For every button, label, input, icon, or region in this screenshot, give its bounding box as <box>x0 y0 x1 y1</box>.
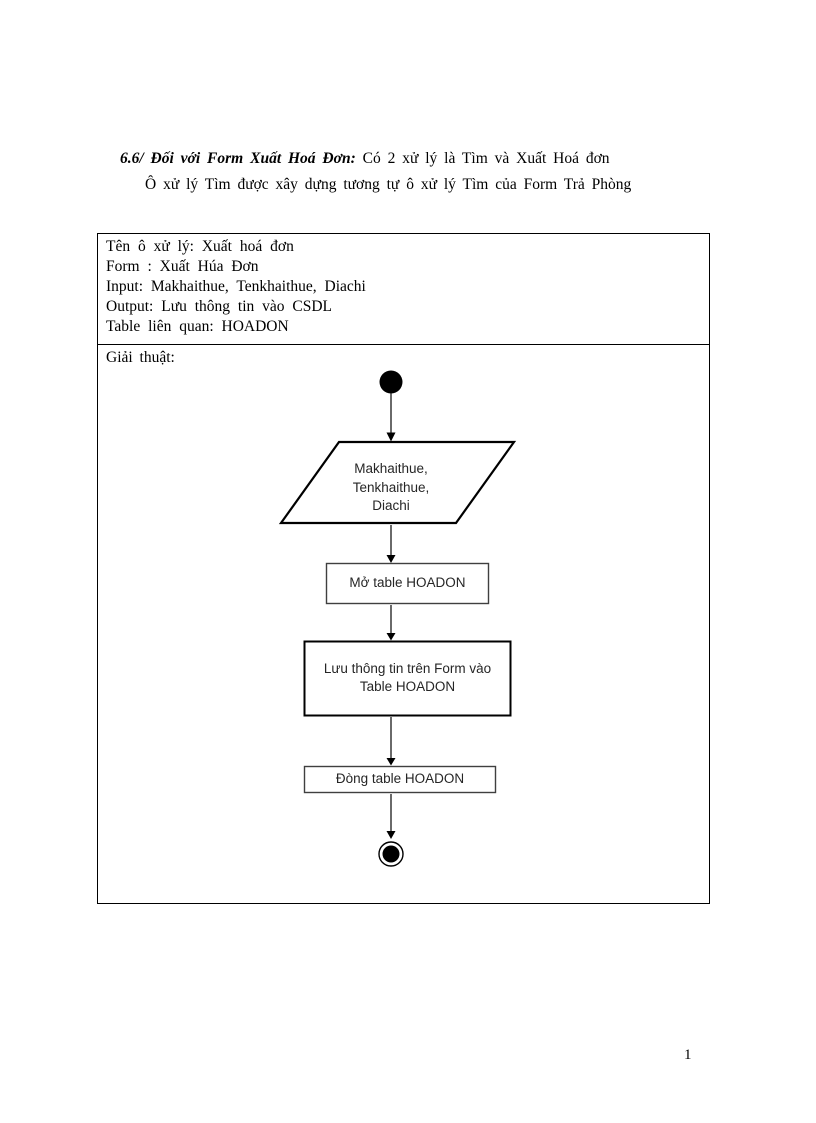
heading-lead: 6.6/ Đối với Form Xuất Hoá Đơn: <box>120 150 356 167</box>
input-parallelogram <box>278 440 517 525</box>
input-line-1: Makhaithue, <box>354 461 428 476</box>
heading-line-2: Ô xử lý Tìm được xây dựng tương tự ô xử … <box>145 175 632 193</box>
spec-name-line: Tên ô xử lý: Xuất hoá đơn <box>106 238 294 255</box>
process-save-box <box>303 640 512 717</box>
process-save-label: Lưu thông tin trên Form vào Table HOADON <box>304 641 511 715</box>
process-close-box <box>303 765 497 794</box>
input-line-2: Tenkhaithue, <box>352 479 430 495</box>
input-line-3: Diachi <box>372 498 410 513</box>
process-open-label: Mở table HOADON <box>349 574 466 590</box>
arrowhead-icon-1 <box>386 432 396 442</box>
process-close-label: Đòng table HOADON <box>335 770 465 786</box>
process-spec-header-row: Tên ô xử lý: Xuất hoá đơn Form : Xuất Hú… <box>98 234 709 345</box>
flowchart-canvas <box>278 370 517 867</box>
algorithm-label: Giải thuật: <box>106 349 175 366</box>
heading-rest: Có 2 xử lý là Tìm và Xuất Hoá đơn <box>355 150 610 167</box>
spec-input-line: Input: Makhaithue, Tenkhaithue, Diachi <box>106 278 366 295</box>
spec-form-line: Form : Xuất Húa Đơn <box>106 258 259 275</box>
end-node-ring-icon <box>378 841 404 867</box>
process-open-box <box>325 562 490 605</box>
arrowhead-icon-4 <box>386 758 396 766</box>
arrowhead-icon-2 <box>386 555 396 563</box>
arrowhead-icon-3 <box>386 633 396 641</box>
start-node-icon <box>379 370 403 394</box>
section-heading: 6.6/ Đối với Form Xuất Hoá Đơn: Có 2 xử … <box>120 146 700 197</box>
input-node-label: Makhaithue, Tenkhaithue, Diachi <box>291 460 491 516</box>
spec-table-line: Table liên quan: HOADON <box>106 318 289 335</box>
process-save-line-1: Lưu thông tin trên Form vào <box>323 660 492 676</box>
heading-line-1: 6.6/ Đối với Form Xuất Hoá Đơn: Có 2 xử … <box>120 146 700 172</box>
process-spec-table: Tên ô xử lý: Xuất hoá đơn Form : Xuất Hú… <box>97 233 710 904</box>
spec-output-line: Output: Lưu thông tin vào CSDL <box>106 298 333 315</box>
page-number: 1 <box>684 1047 692 1063</box>
end-node-icon <box>382 845 400 863</box>
arrowhead-icon-5 <box>386 831 396 839</box>
process-save-line-2: Table HOADON <box>359 679 456 694</box>
